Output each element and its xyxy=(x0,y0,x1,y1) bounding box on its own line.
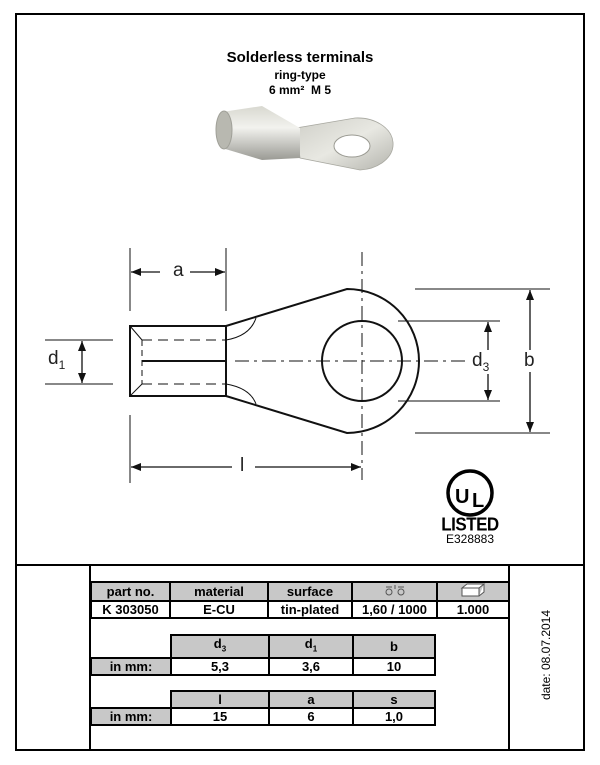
product-table: part no. material surface K 303050 E-CU … xyxy=(90,581,510,619)
cell-l: 15 xyxy=(170,707,270,726)
cell-surface: tin-plated xyxy=(267,600,353,619)
dimensions-table-1: d3 d1 b in mm: 5,3 3,6 10 xyxy=(90,634,436,676)
svg-text:L: L xyxy=(472,490,484,512)
header-s: s xyxy=(352,690,436,709)
cell-material: E-CU xyxy=(169,600,269,619)
ul-listed: LISTED xyxy=(441,514,499,535)
product-photo xyxy=(215,106,394,171)
size-spec: 6 mm² M 5 xyxy=(268,83,331,97)
dim-label-d1: d1 xyxy=(48,348,66,372)
header-material: material xyxy=(169,581,269,602)
document-frame xyxy=(15,13,585,751)
ul-certification: LISTED E328883 xyxy=(430,468,510,546)
cell-d1: 3,6 xyxy=(268,656,354,676)
dim-label-l: l xyxy=(240,455,245,476)
dim-label-b: b xyxy=(524,350,535,372)
document-date: date: 08.07.2014 xyxy=(539,609,553,701)
table-header-row: l a s xyxy=(91,690,436,709)
header-b: b xyxy=(352,634,436,659)
page-subtitle: ring-type xyxy=(274,68,326,82)
table-header-row: d3 d1 b xyxy=(91,634,436,659)
cell-s: 1,0 xyxy=(352,707,436,726)
cell-packaging: 1,60 / 1000 xyxy=(351,600,438,619)
cell-a: 6 xyxy=(268,707,354,726)
table-row: K 303050 E-CU tin-plated 1,60 / 1000 1.0… xyxy=(90,600,510,619)
packaging-unit-icon xyxy=(351,581,438,602)
cell-quantity: 1.000 xyxy=(436,600,510,619)
ul-logo: U L xyxy=(446,469,494,517)
header-part-no: part no. xyxy=(90,581,171,602)
table-row: in mm: 5,3 3,6 10 xyxy=(90,656,436,676)
header-surface: surface xyxy=(267,581,353,602)
divider xyxy=(15,564,585,566)
ul-number: E328883 xyxy=(445,532,495,546)
cell-d3: 5,3 xyxy=(170,656,270,676)
header-d3: d3 xyxy=(170,634,270,659)
divider xyxy=(508,564,510,749)
dim-label-a: a xyxy=(173,260,184,281)
table-header-row: part no. material surface xyxy=(90,581,510,602)
cell-b: 10 xyxy=(352,656,436,676)
box-icon xyxy=(436,581,510,602)
header-d1: d1 xyxy=(268,634,354,659)
divider xyxy=(89,564,91,749)
cell-part-no: K 303050 xyxy=(90,600,171,619)
row-label: in mm: xyxy=(90,707,172,726)
dim-label-d3: d3 xyxy=(472,350,490,374)
dimensions-table-2: l a s in mm: 15 6 1,0 xyxy=(90,690,436,726)
header-a: a xyxy=(268,690,354,709)
header-l: l xyxy=(170,690,270,709)
svg-text:U: U xyxy=(455,486,469,508)
table-row: in mm: 15 6 1,0 xyxy=(90,707,436,726)
row-label: in mm: xyxy=(90,656,172,676)
page-title: Solderless terminals xyxy=(226,49,374,66)
